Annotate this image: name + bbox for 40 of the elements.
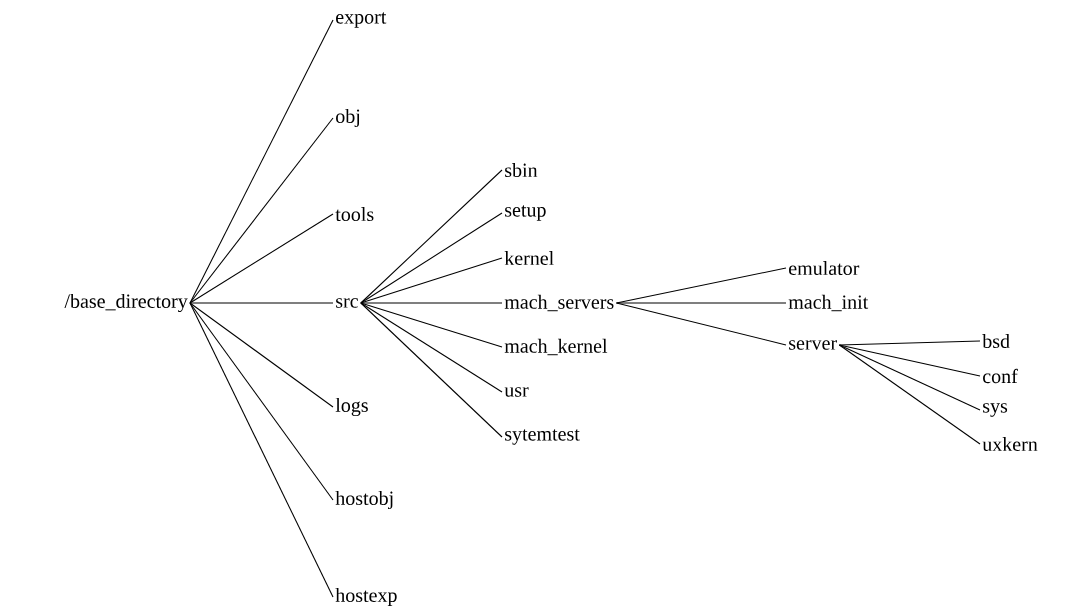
directory-label: emulator (789, 260, 860, 275)
branch-line (360, 302, 503, 348)
branch-line (189, 302, 334, 598)
branch-line (838, 344, 981, 411)
directory-label: /base_directory (64, 293, 188, 313)
branch-line (360, 257, 503, 304)
directory-label: hostobj (335, 490, 393, 510)
branch-line (189, 302, 334, 304)
branch-line (838, 344, 981, 445)
branch-line (189, 302, 334, 408)
branch-line (360, 302, 503, 304)
directory-label: uxkern (982, 436, 1038, 451)
directory-label: mach_servers (504, 294, 614, 312)
branch-line (189, 302, 334, 501)
directory-label: mach_kernel (504, 338, 608, 356)
directory-label: kernel (504, 250, 554, 265)
directory-label: conf (983, 368, 1018, 384)
branch-line (189, 117, 334, 304)
directory-label: obj (336, 108, 360, 128)
branch-line (615, 302, 787, 304)
directory-label: sbin (505, 162, 538, 178)
directory-label: server (789, 340, 837, 350)
branch-line (360, 302, 503, 438)
branch-line (838, 340, 981, 346)
directory-label: bsd (982, 333, 1010, 348)
branch-line (360, 302, 503, 393)
branch-line (360, 212, 503, 304)
directory-label: sys (983, 403, 1008, 417)
branch-line (615, 302, 787, 346)
directory-label: export (336, 12, 387, 28)
directory-label: mach_init (788, 294, 869, 312)
directory-label: usr (504, 387, 529, 397)
directory-label: hostexp (335, 587, 397, 607)
directory-label: src (336, 298, 358, 308)
branch-line (189, 213, 334, 304)
directory-label: logs (335, 397, 368, 417)
directory-label: tools (335, 206, 374, 222)
directory-label: setup (505, 205, 546, 221)
directory-label: sytemtest (505, 429, 580, 445)
branch-line (360, 169, 503, 304)
